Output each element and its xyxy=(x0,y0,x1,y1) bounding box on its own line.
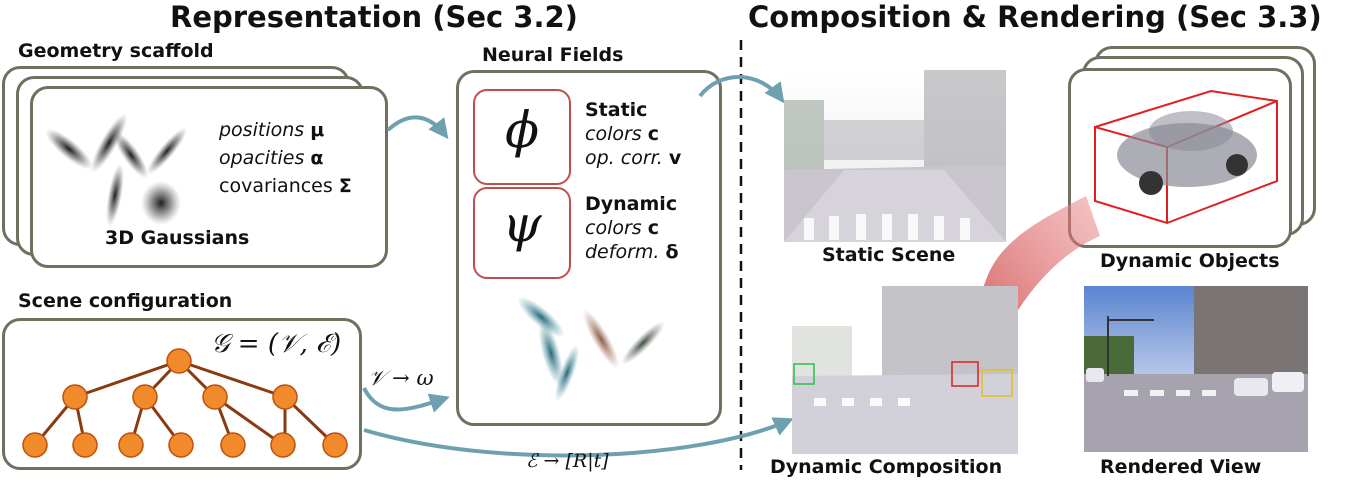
arrow-geometry-to-fields xyxy=(386,115,449,140)
static-colors-word: colors xyxy=(585,123,642,145)
tree-node-root xyxy=(166,348,192,374)
covariances-word: covariances xyxy=(219,175,333,197)
scene-graph-tree xyxy=(22,348,348,458)
gaussian-blobs xyxy=(45,113,188,227)
graph-equation: 𝒢 = (𝒱, ℰ) xyxy=(211,329,342,359)
dynamic-deform-symbol: δ xyxy=(665,241,679,263)
neural-fields-heading: Neural Fields xyxy=(482,44,624,66)
covariances-label: covariances Σ xyxy=(219,175,352,197)
opacities-label: opacities α xyxy=(219,147,323,169)
gaussians-label: 3D Gaussians xyxy=(105,227,250,249)
arrow-edges-to-composition xyxy=(363,417,794,458)
positions-label: positions μ xyxy=(219,119,324,141)
scene-panel: 𝒢 = (𝒱, ℰ) xyxy=(2,318,362,470)
tree-node xyxy=(72,432,98,458)
geometry-panel: positions μ opacities α covariances Σ 3D… xyxy=(30,86,388,268)
arrow-fields-to-static xyxy=(698,75,785,104)
tree-node xyxy=(132,384,158,410)
neural-fields-panel: ϕ Static colors c op. corr. v ψ Dynamic … xyxy=(456,70,722,426)
tree-node xyxy=(118,432,144,458)
dynamic-colors-symbol: c xyxy=(647,217,659,239)
tree-node xyxy=(22,432,48,458)
rendered-view-caption: Rendered View xyxy=(1100,456,1262,478)
tree-node xyxy=(202,384,228,410)
positions-word: positions xyxy=(219,119,305,141)
colored-gaussians xyxy=(517,296,665,402)
static-scene-image xyxy=(784,70,1006,242)
psi-symbol: ψ xyxy=(502,195,542,253)
static-corr-word: op. corr. xyxy=(585,147,663,169)
dynamic-colors-label: colors c xyxy=(585,217,659,239)
scene-configuration-heading: Scene configuration xyxy=(18,290,233,312)
tree-node xyxy=(272,384,298,410)
car-bbox xyxy=(1094,89,1278,225)
positions-symbol: μ xyxy=(310,119,325,141)
tree-node xyxy=(322,432,348,458)
dynamic-field-box: ψ xyxy=(473,187,571,279)
dynamic-objects-panel xyxy=(1068,68,1292,248)
dynamic-composition-image xyxy=(792,286,1018,454)
composition-pointcloud xyxy=(792,286,1018,454)
static-colors-label: colors c xyxy=(585,123,659,145)
static-corr-symbol: v xyxy=(668,147,682,169)
dynamic-deform-label: deform. δ xyxy=(585,241,679,263)
dynamic-composition-caption: Dynamic Composition xyxy=(770,456,1003,478)
tree-node xyxy=(62,384,88,410)
dynamic-objects-caption: Dynamic Objects xyxy=(1100,250,1280,272)
dynamic-deform-word: deform. xyxy=(585,241,660,263)
static-field-box: ϕ xyxy=(473,89,571,185)
geometry-scaffold-heading: Geometry scaffold xyxy=(18,40,214,62)
dynamic-field-title: Dynamic xyxy=(585,193,678,215)
arrow-vertices-to-fields xyxy=(362,387,450,413)
v-to-omega-label: 𝒱 → ω xyxy=(368,366,434,390)
opacities-word: opacities xyxy=(219,147,305,169)
rendered-view-image xyxy=(1084,286,1308,452)
dynamic-colors-word: colors xyxy=(585,217,642,239)
opacities-symbol: α xyxy=(310,147,324,169)
static-scene-pointcloud xyxy=(784,70,1006,242)
covariances-symbol: Σ xyxy=(338,175,352,197)
phi-symbol: ϕ xyxy=(504,101,540,159)
e-to-rt-label: ℰ → [R|t] xyxy=(526,450,609,472)
tree-node xyxy=(168,432,194,458)
representation-title: Representation (Sec 3.2) xyxy=(170,0,578,34)
composition-title: Composition & Rendering (Sec 3.3) xyxy=(748,0,1322,34)
rendered-view-photo xyxy=(1084,286,1308,452)
tree-node xyxy=(270,432,296,458)
static-scene-caption: Static Scene xyxy=(822,244,956,266)
static-field-title: Static xyxy=(585,99,648,121)
static-corr-label: op. corr. v xyxy=(585,147,681,169)
tree-node xyxy=(220,432,246,458)
static-colors-symbol: c xyxy=(647,123,659,145)
